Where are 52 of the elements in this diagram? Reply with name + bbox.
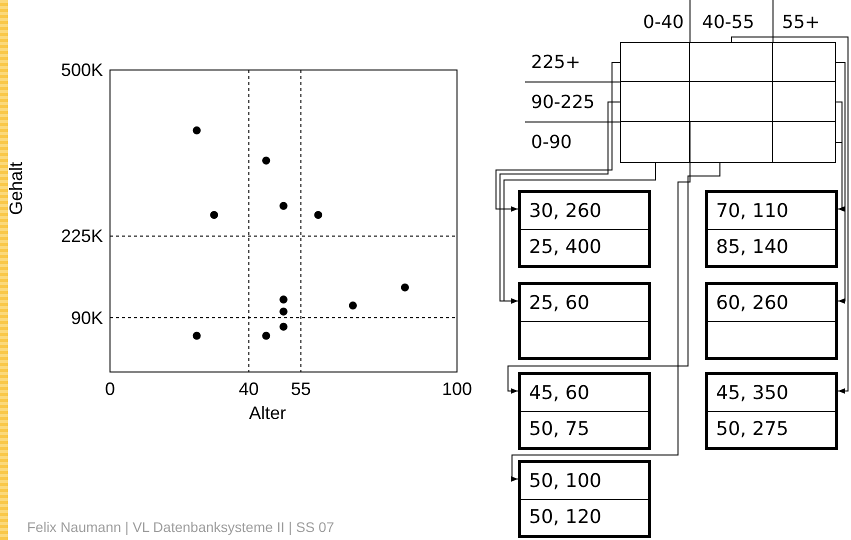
record-text: 50, 75: [529, 418, 590, 440]
pointer-arrow: [496, 62, 622, 212]
record-text: 70, 110: [716, 200, 789, 222]
tick-label: 40: [238, 380, 259, 398]
record-text: 50, 100: [529, 470, 602, 492]
axis-title: Alter: [249, 404, 286, 422]
tick-label: 90K: [70, 308, 103, 327]
record-text: 50, 275: [716, 418, 789, 440]
pointer-arrow: [836, 62, 846, 304]
tick-label: 55: [290, 380, 311, 398]
record-text: 25, 60: [529, 292, 590, 314]
tick-label: 225K: [60, 227, 103, 246]
pointer-arrow: [511, 122, 690, 482]
record-text: 60, 260: [716, 292, 789, 314]
footer-text: Felix Naumann | VL Datenbanksysteme II | SS 07: [27, 520, 334, 534]
pointer-arrow: [731, 36, 848, 394]
tick-label: 0: [105, 380, 115, 398]
bucket-box: [705, 372, 838, 450]
tick-label: 100: [442, 380, 472, 398]
column-header: 0-40: [643, 14, 684, 32]
record-text: 50, 120: [529, 506, 602, 528]
record-text: 25, 400: [529, 236, 602, 258]
grid-cell: [620, 42, 690, 82]
bucket-box: [518, 372, 651, 450]
bucket-box: [705, 282, 838, 360]
pointer-arrow: [836, 142, 845, 212]
bucket-box: [518, 282, 651, 360]
pointer-arrow: [500, 102, 622, 304]
row-header: 0-90: [531, 134, 572, 152]
grid-cell: [620, 122, 690, 163]
record-text: 45, 60: [529, 382, 590, 404]
axis-title: Gehalt: [6, 162, 27, 215]
column-header: 55+: [782, 14, 820, 32]
bucket-box: [518, 190, 651, 268]
bucket-box: [518, 460, 651, 538]
grid-cell: [690, 42, 773, 82]
row-header: 225+: [531, 54, 580, 72]
grid-cell: [773, 82, 836, 122]
bucket-box: [705, 190, 838, 268]
column-header: 40-55: [702, 14, 754, 32]
grid-cell: [620, 82, 690, 122]
record-text: 45, 350: [716, 382, 789, 404]
grid-cell: [773, 42, 836, 82]
grid-cell: [690, 122, 773, 163]
grid-cell: [773, 122, 836, 163]
pointer-arrow: [508, 162, 720, 394]
record-text: 30, 260: [529, 200, 602, 222]
record-text: 85, 140: [716, 236, 789, 258]
tick-label: 500K: [60, 61, 103, 79]
grid-cell: [690, 82, 773, 122]
row-header: 90-225: [531, 94, 595, 112]
pointer-arrow: [504, 162, 656, 304]
